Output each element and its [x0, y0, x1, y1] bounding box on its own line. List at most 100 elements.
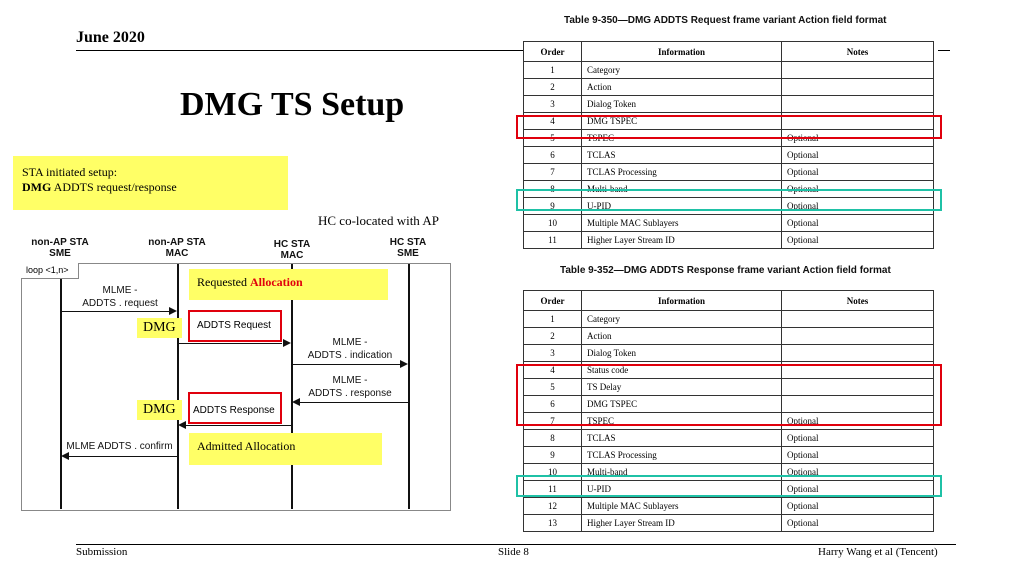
addts-response-highlight — [188, 392, 282, 424]
cell-notes: Optional — [781, 429, 934, 447]
entity-sta-mac: non-AP STA MAC — [137, 237, 217, 259]
cell-information: TCLAS — [581, 429, 782, 447]
table1-dmg-tspec-highlight — [516, 115, 942, 139]
table-header: Information — [581, 290, 782, 311]
table2-status-highlight — [516, 364, 942, 426]
table2-multiband-highlight — [516, 475, 942, 497]
lifeline-hc-sme — [408, 263, 410, 509]
slide-title: DMG TS Setup — [180, 86, 405, 123]
entity-hc-sme: HC STA SME — [368, 237, 448, 259]
cell-notes: Optional — [781, 446, 934, 464]
msg-mlme-response: MLME - ADDTS . response — [300, 374, 400, 400]
msg-mlme-indication: MLME - ADDTS . indication — [300, 336, 400, 362]
table1-multiband-highlight — [516, 189, 942, 211]
cell-notes: Optional — [781, 214, 934, 232]
sta-box-line2: DMG ADDTS request/response — [22, 180, 279, 195]
cell-information: Higher Layer Stream ID — [581, 231, 782, 249]
msg-line: ADDTS . indication — [307, 350, 393, 361]
entity-hc-mac: HC STA MAC — [252, 239, 332, 261]
cell-order: 1 — [523, 310, 582, 328]
arrow-mlme-response — [300, 402, 408, 403]
cell-order: 3 — [523, 95, 582, 113]
cell-order: 13 — [523, 514, 582, 532]
cell-information: TCLAS Processing — [581, 446, 782, 464]
header-rule-right — [938, 50, 950, 51]
table2-caption: Table 9-352—DMG ADDTS Response frame var… — [560, 265, 891, 276]
cell-notes: Optional — [781, 231, 934, 249]
msg-line: MLME - — [332, 337, 368, 348]
cell-notes — [781, 327, 934, 345]
entity-label: HC STA — [273, 239, 311, 250]
cell-order: 12 — [523, 497, 582, 515]
entity-label: non-AP STA — [148, 237, 206, 248]
footer-rule — [76, 544, 956, 545]
arrowhead-left — [178, 421, 186, 429]
entity-label: MAC — [165, 248, 189, 259]
dmg-label-response: DMG — [137, 400, 182, 420]
cell-information: Category — [581, 61, 782, 79]
cell-information: Category — [581, 310, 782, 328]
cell-notes: Optional — [781, 146, 934, 164]
entity-label: SME — [397, 248, 419, 259]
msg-mlme-confirm: MLME ADDTS . confirm — [66, 441, 173, 452]
table-header: Information — [581, 41, 782, 62]
cell-notes — [781, 78, 934, 96]
addts-response-label: ADDTS Response — [193, 405, 275, 416]
footer-author: Harry Wang et al (Tencent) — [818, 546, 938, 558]
requested-highlight: Allocation — [250, 275, 303, 289]
cell-order: 3 — [523, 344, 582, 362]
hc-colocated-note: HC co-located with AP — [318, 213, 439, 228]
requested-allocation-box: Requested Allocation — [189, 269, 388, 300]
sta-box-dmg: DMG — [22, 180, 52, 194]
addts-request-highlight — [188, 310, 282, 342]
sta-box-rest: ADDTS request/response — [51, 180, 177, 194]
table-header: Order — [523, 41, 582, 62]
table-header: Notes — [781, 290, 934, 311]
arrow-addts-response — [186, 425, 291, 426]
lifeline-sta-mac — [177, 263, 179, 509]
entity-sta-sme: non-AP STA SME — [20, 237, 100, 259]
cell-order: 9 — [523, 446, 582, 464]
admitted-allocation-box: Admitted Allocation — [189, 433, 382, 465]
sta-initiated-box: STA initiated setup: DMG ADDTS request/r… — [13, 156, 288, 210]
arrow-mlme-confirm — [69, 456, 177, 457]
msg-line: ADDTS . response — [308, 388, 392, 399]
cell-information: Multiple MAC Sublayers — [581, 214, 782, 232]
cell-order: 7 — [523, 163, 582, 181]
cell-notes — [781, 95, 934, 113]
cell-notes — [781, 344, 934, 362]
cell-order: 2 — [523, 327, 582, 345]
footer-submission: Submission — [76, 546, 128, 558]
entity-label: MAC — [280, 250, 304, 261]
cell-information: Dialog Token — [581, 95, 782, 113]
cell-notes: Optional — [781, 497, 934, 515]
entity-label: SME — [49, 248, 71, 259]
cell-notes — [781, 61, 934, 79]
sta-box-line1: STA initiated setup: — [22, 165, 118, 179]
lifeline-hc-mac — [291, 263, 293, 509]
msg-line: MLME - — [102, 285, 138, 296]
table1-caption: Table 9-350—DMG ADDTS Request frame vari… — [564, 15, 887, 26]
arrowhead-left — [61, 452, 69, 460]
arrowhead-right — [169, 307, 177, 315]
loop-frame — [21, 263, 451, 511]
cell-order: 2 — [523, 78, 582, 96]
arrowhead-right — [283, 339, 291, 347]
cell-order: 10 — [523, 214, 582, 232]
